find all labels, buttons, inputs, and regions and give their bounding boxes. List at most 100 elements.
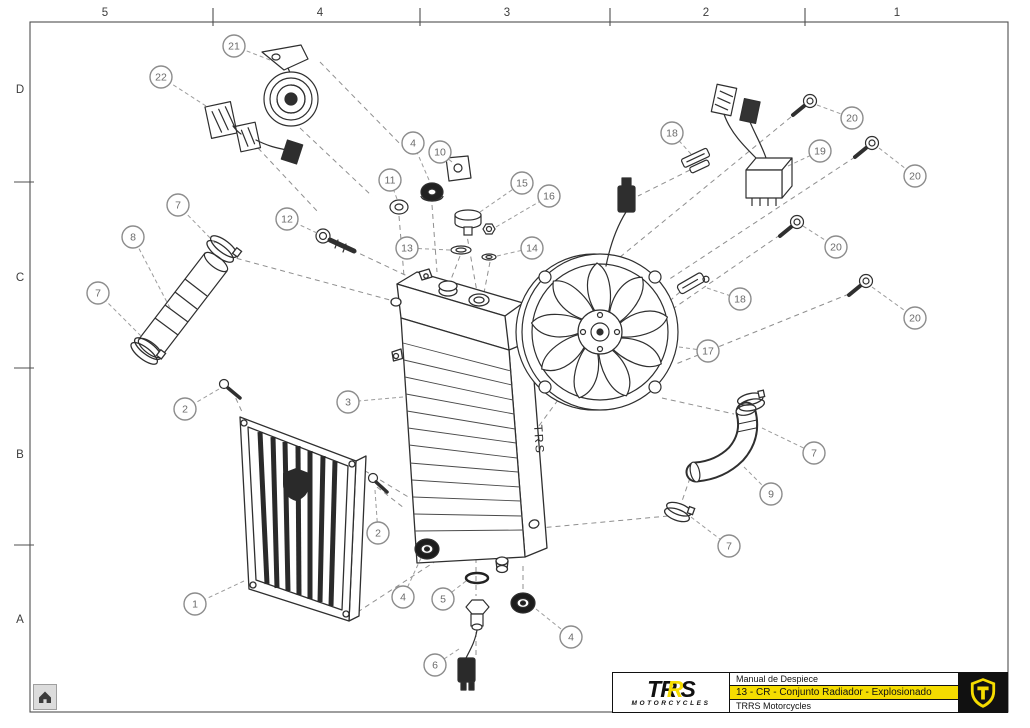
brand-subtitle: MOTORCYCLES [631,699,711,707]
svg-text:2: 2 [182,404,188,416]
svg-text:18: 18 [734,294,746,306]
callout-18: 18 [728,287,752,311]
callout-7: 7 [86,281,110,305]
home-icon [39,691,51,703]
guard-badge-shield-icon [283,468,309,501]
svg-text:22: 22 [155,72,167,84]
svg-text:21: 21 [228,41,240,53]
callout-22: 22 [149,65,173,89]
mount-part-4-right [510,592,536,614]
grid-col-label: 4 [317,7,324,19]
fan-part-17 [515,177,679,411]
svg-text:1: 1 [192,599,198,611]
svg-text:4: 4 [410,138,416,150]
svg-text:4: 4 [568,632,574,644]
washer-part-13 [450,245,472,255]
screw-part-20-c [778,214,805,238]
grid-col-label: 5 [102,7,108,19]
trrs-logo-wordmark: TRRS [647,675,696,702]
callout-18: 18 [660,121,684,145]
grid-col-label: 1 [894,7,900,19]
screw-part-2-bottom [367,472,389,494]
leader-line [347,396,404,403]
wiring-harness-part [204,101,304,165]
oring-part-5 [464,571,490,585]
doc-company-label: TRRS Motorcycles [736,700,812,711]
svg-text:5: 5 [440,594,446,606]
grid-row-label: B [16,449,24,461]
brand-letter-s: S [680,675,695,702]
elbow-hose-part-9 [685,401,759,483]
svg-text:14: 14 [526,243,538,255]
svg-text:11: 11 [385,175,396,187]
callout-2: 2 [173,397,197,421]
callout-16: 16 [537,184,561,208]
grid-labels: 5 4 3 2 1 D C B A [16,7,900,626]
radiator-part-3: TRS [390,268,548,574]
svg-text:2: 2 [375,528,381,540]
screw-part-20-d [847,273,874,297]
clip-part-18-top [680,147,711,174]
brand-letter-r-accent: R [666,675,684,702]
drawing-frame [14,8,1009,713]
callout-20: 20 [903,164,927,188]
trrs-logo: TRRS MOTORCYCLES [613,673,730,712]
svg-text:9: 9 [768,489,774,501]
doc-title-label: 13 - CR - Conjunto Radiador - Explosiona… [730,686,958,700]
hose-clamp-part-7-elbow-bottom [663,501,696,523]
nut-part-16 [482,223,496,235]
screw-part-20-b [853,135,880,159]
callout-9: 9 [759,482,783,506]
shield-logo-box [958,673,1007,712]
doc-type-label: Manual de Despiece [730,673,958,687]
grommet-part-11 [389,199,409,215]
hose-clamp-part-7-bottom [130,337,167,365]
home-button[interactable] [33,684,57,710]
callout-10: 10 [428,140,452,164]
svg-text:7: 7 [95,288,101,300]
horn-part [261,44,319,127]
callout-15: 15 [510,171,534,195]
svg-text:19: 19 [814,146,826,158]
clip-part-14 [481,253,497,261]
callout-4: 4 [401,131,425,155]
svg-text:13: 13 [401,243,413,255]
callout-7: 7 [717,534,741,558]
svg-text:17: 17 [702,346,714,358]
mount-part-4-left [414,538,440,560]
title-block-rows: Manual de Despiece 13 - CR - Conjunto Ra… [730,673,958,712]
hose-clamp-part-7-elbow-top [736,389,766,412]
svg-text:12: 12 [281,214,293,226]
svg-text:3: 3 [345,397,351,409]
callout-20: 20 [840,106,864,130]
callout-6: 6 [423,653,447,677]
bracket-part-10 [445,155,472,182]
svg-text:20: 20 [846,113,858,125]
radiator-cap-part-15 [454,209,482,236]
grid-col-label: 2 [703,7,709,19]
bolt-part-12 [315,228,357,254]
svg-text:8: 8 [130,232,136,244]
svg-text:20: 20 [909,313,921,325]
callout-21: 21 [222,34,246,58]
svg-text:4: 4 [400,592,406,604]
radiator-brand-text: TRS [531,424,547,455]
hose-clamp-part-7-top [206,235,243,263]
screw-part-20-a [791,93,818,117]
callout-19: 19 [808,139,832,163]
brand-letters-tr: TR [647,675,677,702]
svg-text:10: 10 [434,147,446,159]
radiator-guard-part-1 [239,416,367,622]
callout-5: 5 [431,587,455,611]
callout-14: 14 [520,236,544,260]
callout-4: 4 [559,625,583,649]
leader-line [286,218,318,234]
grid-row-label: D [16,84,24,96]
svg-text:16: 16 [543,191,555,203]
shield-logo-icon [970,677,996,708]
callout-20: 20 [824,235,848,259]
callout-13: 13 [395,236,419,260]
svg-text:15: 15 [516,178,528,190]
svg-text:6: 6 [432,660,438,672]
